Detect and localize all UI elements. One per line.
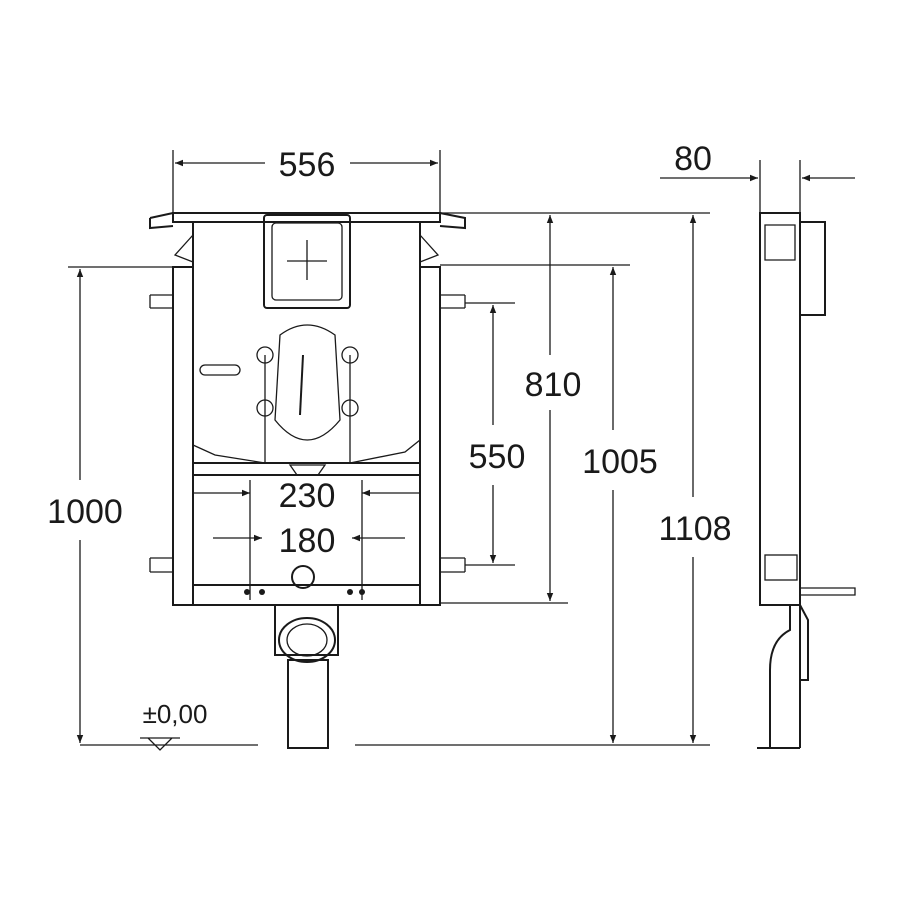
extension-lines <box>68 150 801 746</box>
dim-180-label: 180 <box>279 522 336 560</box>
level-label: ±0,00 <box>143 699 208 729</box>
dim-1005-label: 1005 <box>582 443 658 481</box>
front-view-frame <box>149 212 466 749</box>
dim-230-label: 230 <box>279 477 336 515</box>
side-view-frame <box>757 212 856 749</box>
dimension-lines <box>76 159 855 751</box>
dim-1000-label: 1000 <box>47 493 123 531</box>
dim-810-label: 810 <box>525 366 582 404</box>
dim-1108-label: 1108 <box>658 510 731 548</box>
dim-depth-label: 80 <box>674 140 712 178</box>
dim-550-label: 550 <box>469 438 526 476</box>
dim-width-label: 556 <box>279 146 336 184</box>
